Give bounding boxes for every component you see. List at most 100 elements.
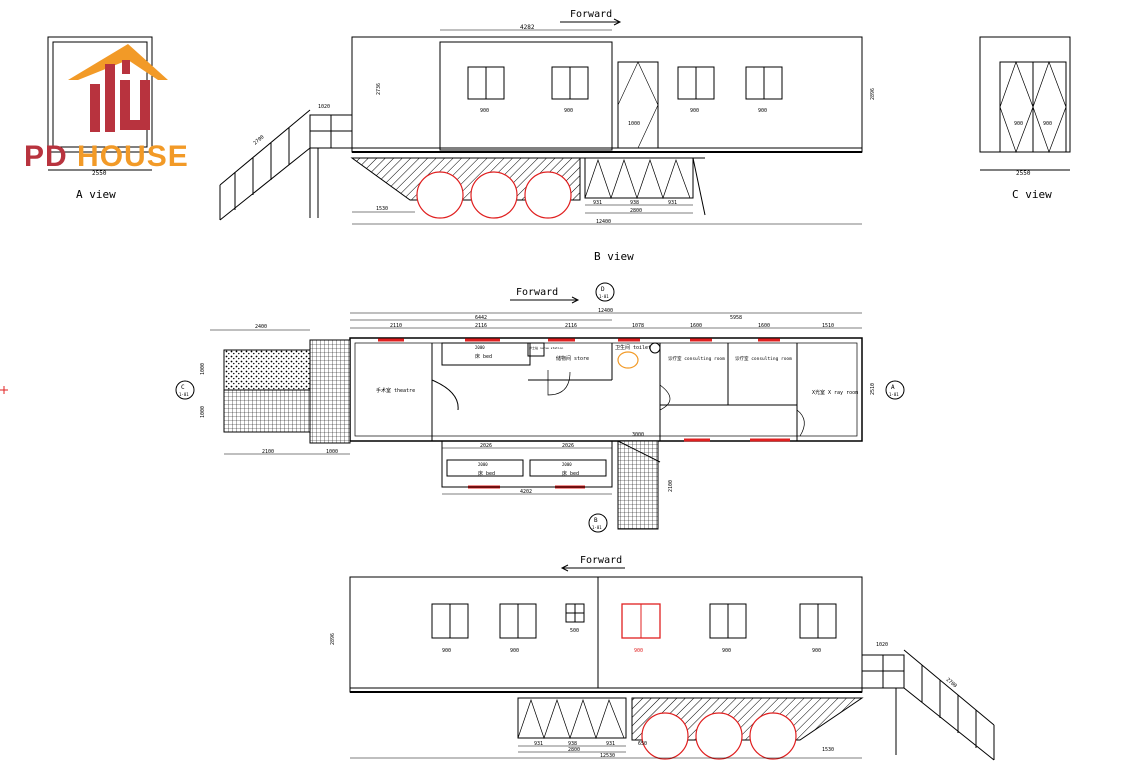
c-view-label: C view xyxy=(1012,188,1052,201)
svg-text:1000: 1000 xyxy=(628,121,640,127)
svg-text:2700: 2700 xyxy=(945,677,958,689)
svg-text:1600: 1600 xyxy=(758,323,770,329)
svg-text:诊疗室 consulting room: 诊疗室 consulting room xyxy=(735,355,792,362)
svg-text:1000: 1000 xyxy=(200,363,206,375)
b-forward: Forward xyxy=(570,9,612,20)
bottom-windows xyxy=(431,603,837,639)
bottom-forward: Forward xyxy=(580,555,622,566)
svg-text:手术室 theatre: 手术室 theatre xyxy=(376,387,415,394)
svg-text:2896: 2896 xyxy=(870,88,876,100)
svg-text:900: 900 xyxy=(634,648,643,654)
brand-house: HOUSE xyxy=(67,140,189,173)
floor-plan: Forward D 1-01 12400 6442 5958 2110 2116… xyxy=(0,282,905,533)
svg-text:900: 900 xyxy=(480,108,489,114)
svg-text:12400: 12400 xyxy=(596,219,611,225)
svg-text:1600: 1600 xyxy=(690,323,702,329)
svg-text:1-01: 1-01 xyxy=(592,525,602,530)
svg-text:900: 900 xyxy=(564,108,573,114)
svg-text:500: 500 xyxy=(570,628,579,634)
svg-text:1530: 1530 xyxy=(376,206,388,212)
brand-name: PD HOUSE xyxy=(24,140,189,174)
toilet-icon xyxy=(617,351,639,369)
svg-text:2896: 2896 xyxy=(330,633,336,645)
svg-text:938: 938 xyxy=(568,741,577,747)
svg-text:1078: 1078 xyxy=(632,323,644,329)
svg-text:护士站 nurse station: 护士站 nurse station xyxy=(529,345,563,350)
svg-text:12400: 12400 xyxy=(598,308,613,314)
svg-text:900: 900 xyxy=(812,648,821,654)
svg-text:2736: 2736 xyxy=(376,83,382,95)
svg-text:A: A xyxy=(891,384,895,391)
svg-text:2510: 2510 xyxy=(870,383,876,395)
b-windows xyxy=(467,66,783,100)
svg-text:2026: 2026 xyxy=(480,443,492,449)
svg-text:12530: 12530 xyxy=(600,753,615,759)
svg-text:931: 931 xyxy=(593,200,602,206)
svg-text:2000: 2000 xyxy=(475,345,485,350)
svg-text:900: 900 xyxy=(442,648,451,654)
a-view-label: A view xyxy=(76,188,116,201)
b-door xyxy=(617,61,659,149)
svg-text:931: 931 xyxy=(606,741,615,747)
svg-text:4282: 4282 xyxy=(520,24,535,31)
svg-text:5958: 5958 xyxy=(730,315,742,321)
svg-text:2800: 2800 xyxy=(630,208,642,214)
svg-text:6442: 6442 xyxy=(475,315,487,321)
svg-text:2100: 2100 xyxy=(262,449,274,455)
b-view: Forward 4282 900 900 900 900 1000 xyxy=(219,9,876,263)
svg-text:900: 900 xyxy=(510,648,519,654)
svg-text:3000: 3000 xyxy=(632,432,644,438)
svg-text:2110: 2110 xyxy=(390,323,402,329)
svg-text:床 bed: 床 bed xyxy=(562,470,579,477)
svg-text:卫生间 toilet: 卫生间 toilet xyxy=(615,344,651,351)
svg-text:2100: 2100 xyxy=(668,480,674,492)
svg-text:2700: 2700 xyxy=(252,134,265,146)
svg-text:938: 938 xyxy=(630,200,639,206)
b-view-label: B view xyxy=(594,250,634,263)
svg-text:床 bed: 床 bed xyxy=(475,353,492,360)
svg-text:2116: 2116 xyxy=(475,323,487,329)
marker-d xyxy=(595,282,615,302)
svg-text:X光室 X ray room: X光室 X ray room xyxy=(812,389,858,396)
svg-text:储物间 store: 储物间 store xyxy=(556,355,589,362)
c-view-d2: 900 xyxy=(1043,121,1052,127)
a-view-width: 2550 xyxy=(92,170,107,177)
svg-text:1000: 1000 xyxy=(200,406,206,418)
svg-text:2800: 2800 xyxy=(568,747,580,753)
svg-text:650: 650 xyxy=(638,741,647,747)
b-wheels xyxy=(416,171,572,219)
svg-text:1-01: 1-01 xyxy=(599,294,609,299)
a-view: 2550 A view xyxy=(47,36,153,201)
svg-text:900: 900 xyxy=(722,648,731,654)
brand-pd: PD xyxy=(24,140,68,173)
svg-text:1020: 1020 xyxy=(318,104,330,110)
plan-forward: Forward xyxy=(516,287,558,298)
svg-text:B: B xyxy=(594,517,598,524)
svg-text:诊疗室 consulting room: 诊疗室 consulting room xyxy=(668,355,725,362)
bottom-view: Forward 500 900 900 900 900 900 2896 xyxy=(330,555,995,761)
svg-text:931: 931 xyxy=(668,200,677,206)
c-view-width: 2550 xyxy=(1016,170,1031,177)
b-stairs xyxy=(219,109,353,221)
svg-text:1-01: 1-01 xyxy=(179,392,189,397)
svg-text:900: 900 xyxy=(758,108,767,114)
svg-text:D: D xyxy=(601,286,605,293)
svg-text:1510: 1510 xyxy=(822,323,834,329)
svg-text:床 bed: 床 bed xyxy=(478,470,495,477)
pd-house-logo xyxy=(68,44,168,132)
svg-text:C: C xyxy=(181,384,185,391)
c-view-d1: 900 xyxy=(1014,121,1023,127)
svg-text:900: 900 xyxy=(690,108,699,114)
marker-b xyxy=(588,513,608,533)
c-view: 2550 900 900 C view xyxy=(979,36,1071,201)
svg-text:1530: 1530 xyxy=(822,747,834,753)
svg-text:1000: 1000 xyxy=(326,449,338,455)
svg-text:1020: 1020 xyxy=(876,642,888,648)
toilet-sink-icon xyxy=(649,342,661,354)
svg-text:2400: 2400 xyxy=(255,324,267,330)
bottom-wheels xyxy=(641,712,797,760)
marker-c xyxy=(175,380,195,400)
svg-text:4202: 4202 xyxy=(520,489,532,495)
svg-text:1-01: 1-01 xyxy=(889,392,899,397)
